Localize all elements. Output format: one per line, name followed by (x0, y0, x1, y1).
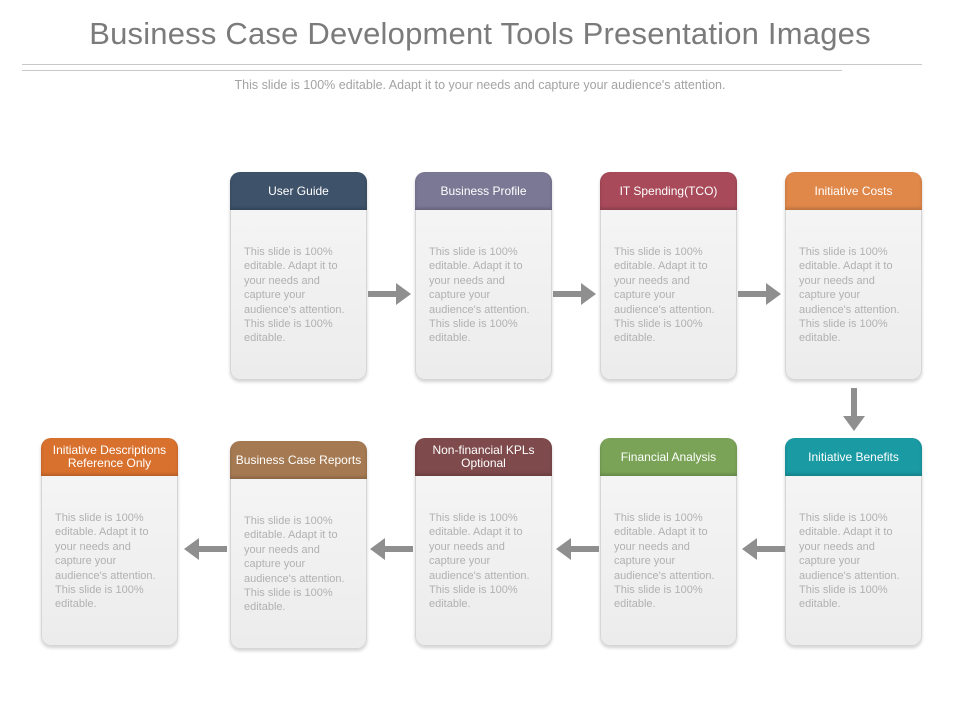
step-body-text: This slide is 100% editable. Adapt it to… (799, 246, 900, 345)
step-body-text: This slide is 100% editable. Adapt it to… (55, 512, 156, 611)
step-body-text: This slide is 100% editable. Adapt it to… (614, 246, 715, 345)
step-header-initiative-descriptions: Initiative Descriptions Reference Only (41, 438, 178, 476)
step-header-business-profile: Business Profile (415, 172, 552, 210)
step-header-user-guide: User Guide (230, 172, 367, 210)
step-card-business-profile: Business Profile This slide is 100% edit… (415, 172, 552, 380)
step-body-text: This slide is 100% editable. Adapt it to… (244, 246, 345, 345)
step-body-text: This slide is 100% editable. Adapt it to… (799, 512, 900, 611)
step-card-business-case-reports: Business Case Reports This slide is 100%… (230, 441, 367, 649)
page-title: Business Case Development Tools Presenta… (89, 16, 871, 51)
step-card-user-guide: User Guide This slide is 100% editable. … (230, 172, 367, 380)
arrow-right-icon (368, 283, 411, 305)
step-body-text: This slide is 100% editable. Adapt it to… (429, 246, 530, 345)
arrow-left-icon (742, 538, 785, 560)
step-body-text: This slide is 100% editable. Adapt it to… (244, 515, 345, 614)
step-card-non-financial-kpls: Non-financial KPLs Optional This slide i… (415, 438, 552, 646)
arrow-left-icon (184, 538, 227, 560)
page-subtitle: This slide is 100% editable. Adapt it to… (234, 78, 726, 92)
step-card-it-spending: IT Spending(TCO) This slide is 100% edit… (600, 172, 737, 380)
title-divider-top (22, 64, 922, 65)
step-header-it-spending: IT Spending(TCO) (600, 172, 737, 210)
step-header-initiative-benefits: Initiative Benefits (785, 438, 922, 476)
step-header-non-financial-kpls: Non-financial KPLs Optional (415, 438, 552, 476)
step-card-financial-analysis: Financial Analysis This slide is 100% ed… (600, 438, 737, 646)
step-header-financial-analysis: Financial Analysis (600, 438, 737, 476)
step-header-initiative-costs: Initiative Costs (785, 172, 922, 210)
step-header-business-case-reports: Business Case Reports (230, 441, 367, 479)
step-card-initiative-benefits: Initiative Benefits This slide is 100% e… (785, 438, 922, 646)
step-card-initiative-descriptions: Initiative Descriptions Reference Only T… (41, 438, 178, 646)
arrow-left-icon (556, 538, 599, 560)
arrow-right-icon (553, 283, 596, 305)
arrow-down-icon (843, 388, 865, 431)
title-divider-bottom (22, 70, 842, 71)
arrow-right-icon (738, 283, 781, 305)
step-card-initiative-costs: Initiative Costs This slide is 100% edit… (785, 172, 922, 380)
step-body-text: This slide is 100% editable. Adapt it to… (429, 512, 530, 611)
arrow-left-icon (370, 538, 413, 560)
step-body-text: This slide is 100% editable. Adapt it to… (614, 512, 715, 611)
